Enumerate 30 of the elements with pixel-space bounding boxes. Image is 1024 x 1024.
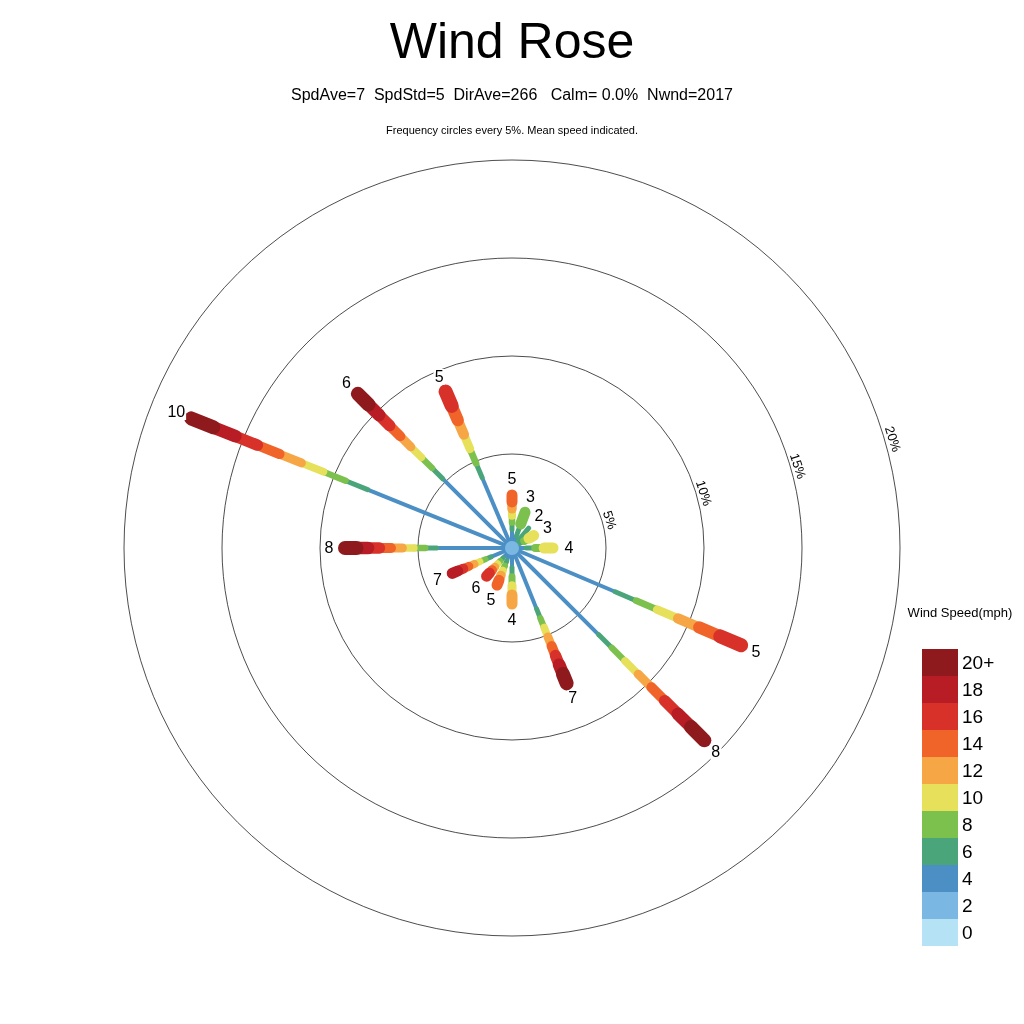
mean-speed-label: 3 xyxy=(542,519,553,536)
legend-label: 20+ xyxy=(962,651,995,675)
legend-label: 2 xyxy=(962,894,973,918)
frequency-label: 5% xyxy=(600,508,620,532)
chart-title: Wind Rose xyxy=(389,12,635,70)
mean-speed-label: 2 xyxy=(533,507,545,524)
mean-speed-label: 5 xyxy=(506,471,518,487)
legend-label: 6 xyxy=(962,840,973,864)
mean-speed-label: 4 xyxy=(563,540,575,556)
mean-speed-label: 10 xyxy=(166,404,187,421)
mean-speed-label: 4 xyxy=(506,612,518,628)
mean-speed-label: 8 xyxy=(710,743,722,760)
frequency-label: 20% xyxy=(882,423,904,455)
mean-speed-label: 5 xyxy=(750,643,762,660)
mean-speed-label: 5 xyxy=(485,591,497,608)
legend-title: Wind Speed(mph) xyxy=(906,605,1014,619)
mean-speed-label: 5 xyxy=(433,368,445,385)
legend-label: 10 xyxy=(962,786,984,810)
mean-speed-label: 7 xyxy=(432,571,443,588)
note-text: Frequency circles every 5%. Mean speed indicated. xyxy=(386,124,638,136)
mean-speed-label: 8 xyxy=(323,540,335,556)
legend-label: 16 xyxy=(962,705,984,729)
mean-speed-label: 6 xyxy=(341,374,352,391)
legend-label: 12 xyxy=(962,759,984,783)
legend-label: 0 xyxy=(962,921,973,945)
legend-label: 14 xyxy=(962,732,984,756)
legend-label: 4 xyxy=(962,867,973,891)
legend-label: 18 xyxy=(962,678,984,702)
statistics-text: SpdAve=7 SpdStd=5 DirAve=266 Calm= 0.0% Nwnd=2017 xyxy=(291,86,733,104)
legend-label: 8 xyxy=(962,813,973,837)
